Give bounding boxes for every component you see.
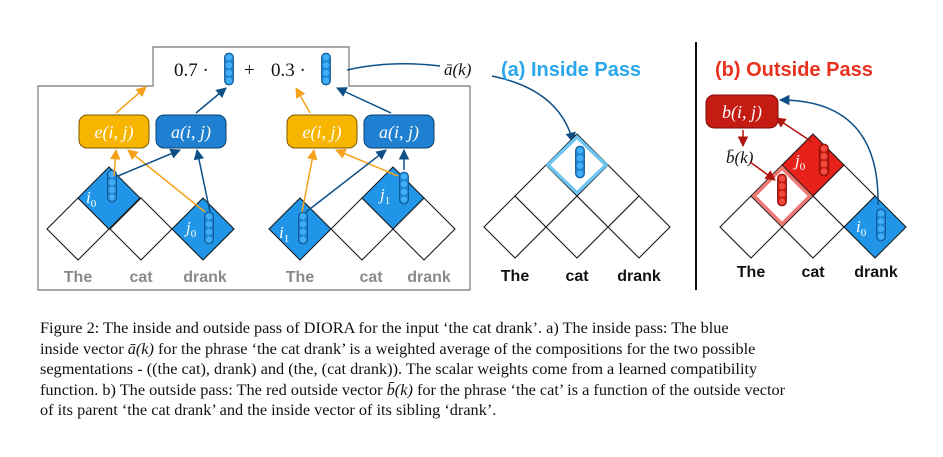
- i1-vector-icon: [298, 211, 308, 245]
- inside-detail-arrows: [110, 86, 410, 213]
- bbar-label: b̄(k): [726, 148, 754, 167]
- a-node-right-label: a(i, j): [379, 122, 419, 143]
- outside-pass-word-2: cat: [801, 264, 825, 281]
- inside-detail-frame: [37, 46, 471, 291]
- a-node-left-label: a(i, j): [171, 122, 211, 143]
- i0-vector-icon: [107, 169, 117, 203]
- inside-pass-vector-icon: [575, 145, 585, 179]
- b-node: [705, 94, 779, 129]
- outside-i0-label: i0: [856, 217, 867, 239]
- b-node-label: b(i, j): [722, 102, 762, 123]
- inside-pass-word-1: The: [501, 268, 530, 285]
- abar-arrow: [491, 75, 576, 144]
- caption-line-2-b: for the phrase ‘the cat drank’ is a weig…: [153, 338, 756, 358]
- i0-label: i0: [86, 188, 97, 210]
- caption-abar: ā(k): [127, 338, 154, 358]
- caption-line-4: function. b) The outside pass: The red o…: [40, 380, 908, 401]
- detail-left-word-2: cat: [129, 269, 153, 286]
- combined-vector-right-icon: [321, 52, 331, 86]
- caption-line-3: segmentations - ((the cat), drank) and (…: [40, 359, 758, 379]
- a-node-right: [363, 114, 435, 149]
- outside-pass-chart: [719, 133, 907, 259]
- e-node-right: [286, 114, 358, 149]
- e-node-left: [78, 114, 150, 149]
- outside-j0-label: j0: [793, 151, 806, 173]
- outside-pass-word-3: drank: [854, 264, 898, 281]
- outside-pass-j0-vector-icon: [819, 143, 829, 177]
- j0-vector-icon: [204, 211, 214, 245]
- right-chart-cells: [268, 166, 456, 261]
- caption-line-2: inside vector ā(k) for the phrase ‘the c…: [40, 339, 908, 360]
- inside-pass-word-2: cat: [565, 268, 589, 285]
- inside-pass-chart: [483, 133, 671, 259]
- weight-left: 0.7 ·: [174, 60, 209, 81]
- abar-label: ā(k): [444, 60, 472, 79]
- outside-pass-i0-vector-icon: [876, 208, 886, 242]
- detail-right-word-1: The: [286, 269, 315, 286]
- outside-pass-arrows: [737, 94, 879, 206]
- caption-line-2-a: inside vector: [40, 338, 128, 358]
- j1-vector-icon: [399, 171, 409, 205]
- e-node-left-label: e(i, j): [95, 122, 134, 143]
- detail-left-word-1: The: [64, 269, 93, 286]
- j1-label: j1: [378, 185, 390, 207]
- inside-pass-title: (a) Inside Pass: [501, 59, 641, 81]
- outside-pass-red-vector-icon: [777, 173, 787, 207]
- outside-pass-highlight: [751, 165, 813, 227]
- caption-line-4-a: function. b) The outside pass: The red o…: [40, 379, 387, 399]
- i1-label: i1: [279, 223, 289, 245]
- e-node-right-label: e(i, j): [303, 122, 342, 143]
- detail-right-word-3: drank: [407, 269, 451, 286]
- combined-vector-left-icon: [224, 52, 234, 86]
- outside-pass-word-1: The: [737, 264, 766, 281]
- weight-right: 0.3 ·: [271, 60, 306, 81]
- j0-label: j0: [184, 218, 197, 240]
- caption-line-1: Figure 2: The inside and outside pass of…: [40, 318, 729, 337]
- caption-line-5: of its parent ‘the cat drank’ and the in…: [40, 400, 497, 420]
- inside-pass-highlight: [545, 134, 609, 196]
- diora-figure: 0.7 · + 0.3 · i0 j0 i1 j1 e(i, j) a(i, j…: [37, 42, 907, 291]
- outside-pass-title: (b) Outside Pass: [715, 59, 873, 81]
- caption-line-4-b: for the phrase ‘the cat’ is a function o…: [412, 379, 786, 399]
- abar-connector: [346, 63, 441, 71]
- detail-left-word-3: drank: [183, 269, 227, 286]
- figure-caption: Figure 2: The inside and outside pass of…: [40, 318, 908, 421]
- detail-right-word-2: cat: [359, 269, 383, 286]
- inside-pass-word-3: drank: [617, 268, 661, 285]
- a-node-left: [155, 114, 227, 149]
- plus-sign: +: [244, 60, 255, 81]
- caption-bbar: b̄(k): [386, 379, 413, 399]
